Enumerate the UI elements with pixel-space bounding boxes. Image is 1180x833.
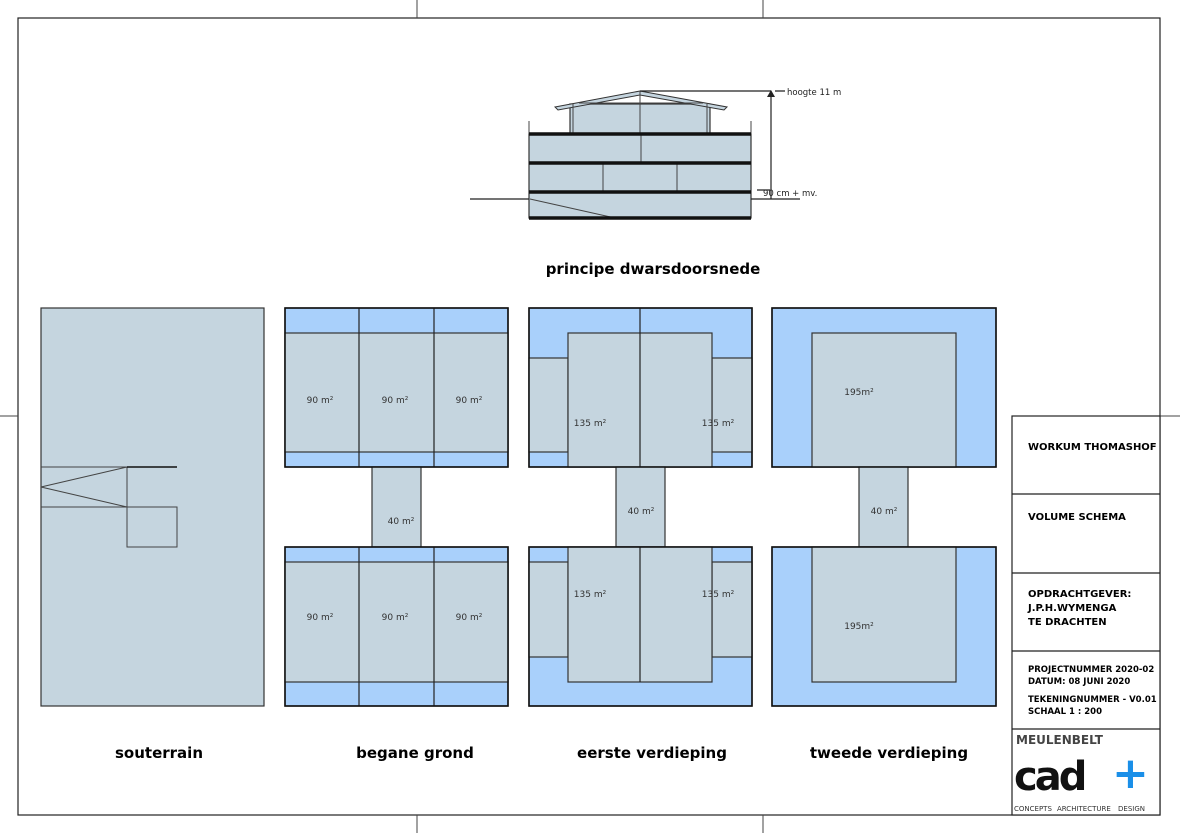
plan-tweede-verdieping: 195m² 40 m² 195m² tweede verdieping xyxy=(771,307,997,762)
area-label: 40 m² xyxy=(388,517,415,527)
project-name: WORKUM THOMASHOF xyxy=(1028,442,1157,453)
logo-brand: MEULENBELT xyxy=(1016,733,1104,747)
area-label: 40 m² xyxy=(628,507,655,517)
title-block: WORKUM THOMASHOF VOLUME SCHEMA OPDRACHTG… xyxy=(1011,415,1161,816)
logo-tagline: CONCEPTS xyxy=(1014,805,1052,813)
plan-begane-grond: 90 m² 90 m² 90 m² 40 m² 90 m² 90 m² 90 m… xyxy=(284,307,509,762)
date: DATUM: 08 JUNI 2020 xyxy=(1028,677,1130,687)
company-logo: MEULENBELT cad + CONCEPTS ARCHITECTURE D… xyxy=(1014,733,1149,813)
area-label: 90 m² xyxy=(382,613,409,623)
area-label: 135 m² xyxy=(574,590,607,600)
area-label: 195m² xyxy=(844,622,874,632)
client-city: TE DRACHTEN xyxy=(1028,617,1107,628)
plan-title: souterrain xyxy=(115,744,203,762)
area-label: 195m² xyxy=(844,388,874,398)
area-label: 90 m² xyxy=(456,396,483,406)
area-label: 135 m² xyxy=(574,419,607,429)
area-label: 90 m² xyxy=(456,613,483,623)
cross-section: hoogte 11 m 90 cm + mv. principe dwarsdo… xyxy=(470,88,841,278)
logo-mark: cad xyxy=(1014,754,1085,800)
area-label: 90 m² xyxy=(307,396,334,406)
scale: SCHAAL 1 : 200 xyxy=(1028,707,1102,717)
area-label: 135 m² xyxy=(702,419,735,429)
project-number: PROJECTNUMMER 2020-02 xyxy=(1028,665,1154,675)
plan-title: eerste verdieping xyxy=(577,744,727,762)
client-label: OPDRACHTGEVER: xyxy=(1028,589,1131,600)
client-name: J.P.H.WYMENGA xyxy=(1027,603,1117,614)
section-title: principe dwarsdoorsnede xyxy=(546,260,761,278)
plan-eerste-verdieping: 135 m² 135 m² 40 m² 135 m² 135 m² eerste… xyxy=(528,307,753,762)
plan-title: tweede verdieping xyxy=(810,744,968,762)
level-label: 90 cm + mv. xyxy=(763,189,817,199)
drawing-number: TEKENINGNUMMER - V0.01 xyxy=(1028,695,1157,705)
area-label: 40 m² xyxy=(871,507,898,517)
plan-title: begane grond xyxy=(356,744,474,762)
logo-plus: + xyxy=(1112,748,1149,799)
area-label: 90 m² xyxy=(307,613,334,623)
logo-tagline: DESIGN xyxy=(1118,805,1145,813)
logo-tagline: ARCHITECTURE xyxy=(1057,805,1111,813)
drawing-name: VOLUME SCHEMA xyxy=(1028,512,1126,523)
plan-souterrain: souterrain xyxy=(40,307,265,762)
area-label: 135 m² xyxy=(702,590,735,600)
area-label: 90 m² xyxy=(382,396,409,406)
height-label: hoogte 11 m xyxy=(787,88,841,98)
